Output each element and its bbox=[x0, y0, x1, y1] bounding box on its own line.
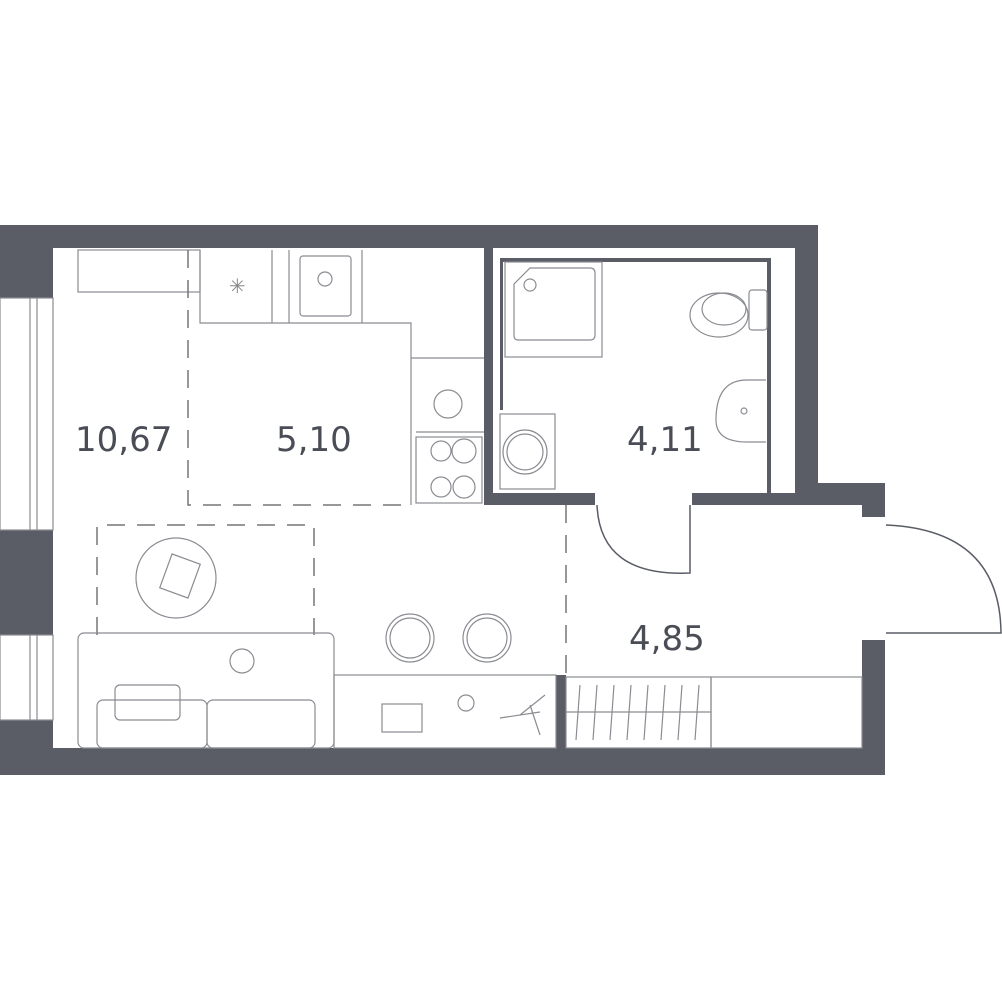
walls bbox=[0, 225, 885, 775]
laptop-icon bbox=[381, 703, 423, 733]
plant-icon bbox=[499, 694, 546, 736]
cup-icon bbox=[457, 694, 475, 712]
coffee-table-icon bbox=[135, 537, 217, 619]
desk-icon bbox=[333, 674, 557, 749]
washbasin-icon bbox=[715, 379, 766, 443]
sink-icon bbox=[299, 255, 352, 317]
bathroom-fixtures bbox=[499, 261, 768, 490]
chair-icon bbox=[385, 613, 435, 663]
zone-dividers bbox=[96, 250, 567, 675]
sofa-icon bbox=[77, 632, 335, 749]
shower-icon bbox=[504, 261, 603, 358]
bathroom-area-label: 4,11 bbox=[627, 420, 703, 460]
bathroom-door bbox=[596, 504, 691, 574]
living-furniture bbox=[77, 537, 557, 749]
living-room-area-label: 10,67 bbox=[75, 420, 172, 460]
fridge-icon: ✳ bbox=[229, 274, 246, 298]
stove-icon bbox=[415, 436, 483, 504]
doors bbox=[596, 504, 1002, 634]
entrance-door bbox=[885, 524, 1002, 634]
wardrobe bbox=[565, 676, 863, 749]
pillow-icon bbox=[114, 684, 181, 721]
windows bbox=[0, 297, 54, 721]
washing-machine-icon bbox=[499, 413, 556, 490]
toilet-icon bbox=[689, 292, 749, 338]
kitchen-furniture: ✳ bbox=[77, 249, 484, 505]
radiator bbox=[77, 249, 201, 293]
kitchen-area-label: 5,10 bbox=[276, 420, 352, 460]
chair-icon bbox=[462, 613, 512, 663]
water-heater-icon bbox=[433, 389, 463, 419]
hallway-area-label: 4,85 bbox=[629, 619, 705, 659]
